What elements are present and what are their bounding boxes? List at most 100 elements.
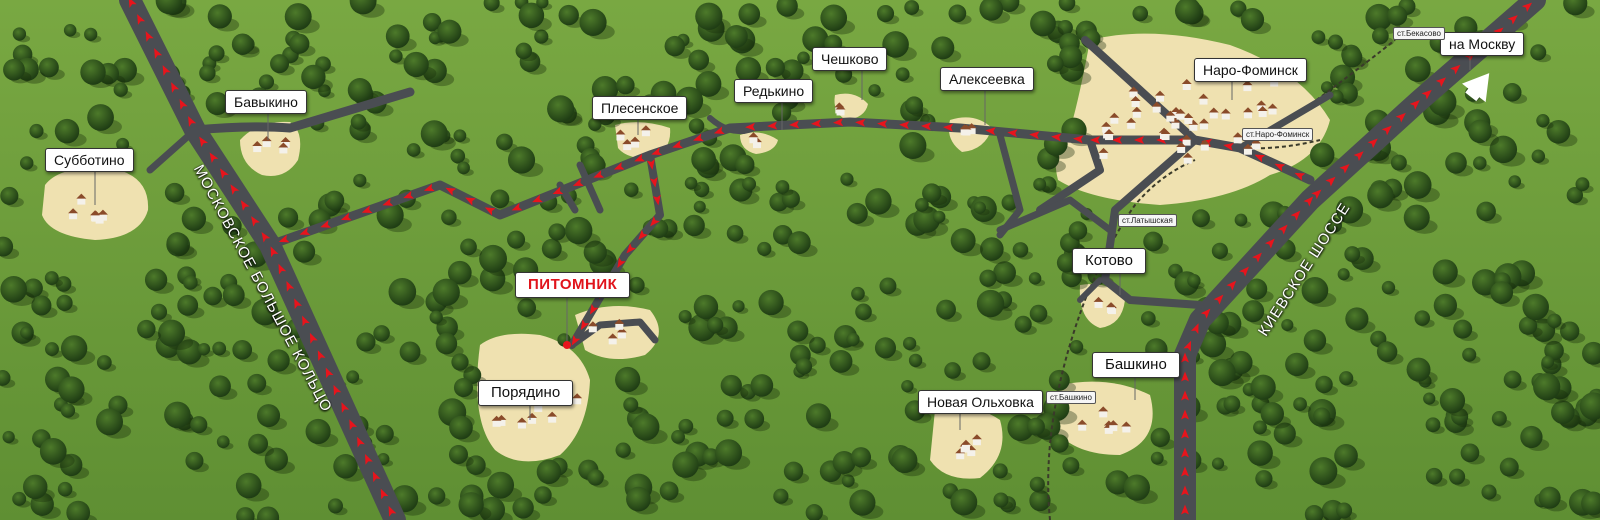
tree — [385, 24, 410, 49]
tree — [441, 209, 457, 225]
house-wall — [967, 450, 976, 457]
route-arrow-icon — [154, 48, 163, 59]
tree — [389, 49, 403, 63]
house-roof — [1106, 302, 1117, 308]
tree — [1320, 81, 1334, 94]
tree — [22, 474, 48, 500]
tree — [1273, 422, 1296, 445]
house-roof — [1108, 420, 1119, 426]
tree — [973, 201, 986, 214]
house-roof — [68, 208, 79, 214]
house-wall — [77, 198, 86, 205]
house-wall — [1152, 106, 1161, 113]
tree — [1069, 340, 1084, 354]
tree — [1105, 470, 1130, 495]
tree — [1250, 374, 1276, 400]
tree — [1240, 7, 1265, 32]
tree — [948, 4, 967, 23]
tree — [496, 133, 513, 151]
tree — [113, 82, 128, 97]
tree — [216, 435, 230, 449]
tree — [3, 58, 25, 81]
tree — [693, 200, 706, 213]
house-wall — [1200, 144, 1209, 151]
route-arrow-icon — [693, 133, 704, 142]
tree — [1546, 119, 1571, 144]
tree — [1390, 154, 1407, 171]
house-wall — [1078, 424, 1087, 431]
tree — [515, 42, 532, 60]
route-arrow-icon — [767, 121, 778, 130]
route-arrow-icon — [1435, 77, 1447, 87]
tree — [1489, 135, 1518, 164]
tree — [742, 177, 757, 192]
house-roof — [1101, 121, 1112, 127]
tree — [448, 260, 472, 285]
tree — [1029, 304, 1048, 323]
house-wall — [517, 422, 526, 429]
route-arrow-icon — [162, 65, 171, 76]
tree — [487, 471, 515, 499]
house-roof — [1165, 110, 1176, 116]
tree — [1531, 149, 1546, 164]
tree — [1326, 217, 1342, 233]
tree — [1453, 319, 1473, 339]
tree — [207, 4, 232, 29]
tree — [1533, 373, 1561, 401]
route-arrow-icon — [1339, 163, 1350, 174]
house-roof — [1093, 296, 1104, 302]
route-arrow-icon — [943, 123, 954, 132]
route-arrow-icon — [589, 303, 599, 315]
tree — [773, 225, 793, 245]
route-arrow-icon — [1223, 142, 1234, 151]
tree — [1150, 451, 1164, 465]
house-roof — [261, 136, 272, 142]
route-arrow-icon — [361, 205, 373, 214]
road-kotovo-west — [1077, 277, 1103, 303]
route-arrow-icon — [1450, 64, 1461, 75]
route-arrow-icon — [571, 334, 581, 346]
direction-arrow-icon — [1462, 73, 1490, 103]
tree — [1285, 352, 1309, 377]
station-bekasovo: ст.Бекасово — [1393, 27, 1445, 40]
house-roof — [1151, 101, 1162, 107]
tree — [427, 487, 446, 505]
tree — [466, 455, 486, 476]
house-roof — [630, 136, 641, 142]
route-arrow-icon — [145, 31, 154, 42]
tree — [993, 261, 1016, 285]
tree — [915, 198, 929, 212]
route-arrow-icon — [261, 231, 271, 243]
tree — [678, 418, 694, 434]
route-arrow-icon — [1507, 15, 1518, 25]
tree — [60, 335, 88, 362]
house-roof — [1176, 141, 1187, 147]
route-arrow-icon — [899, 121, 910, 130]
route-arrow-icon — [646, 159, 655, 170]
tree — [1579, 392, 1600, 420]
house-wall — [548, 416, 557, 423]
tree — [1460, 443, 1480, 463]
tree — [1046, 55, 1064, 73]
house-roof — [97, 209, 108, 215]
tree — [45, 342, 59, 357]
tree — [58, 376, 85, 403]
tree — [1199, 330, 1227, 358]
house-wall — [1109, 425, 1118, 432]
route-arrow-icon — [1226, 280, 1237, 291]
route-arrow-icon — [1303, 196, 1314, 207]
house-wall — [1221, 113, 1230, 120]
tree — [158, 319, 186, 347]
house-wall — [497, 419, 506, 426]
tree — [507, 146, 536, 174]
tree — [588, 117, 602, 131]
tree — [512, 497, 534, 519]
tree — [1563, 0, 1588, 16]
house-wall — [1131, 101, 1140, 108]
tree — [1468, 119, 1492, 144]
route-arrow-icon — [1421, 89, 1432, 100]
tree — [865, 188, 892, 215]
house-wall — [588, 326, 597, 333]
tree — [732, 300, 745, 313]
